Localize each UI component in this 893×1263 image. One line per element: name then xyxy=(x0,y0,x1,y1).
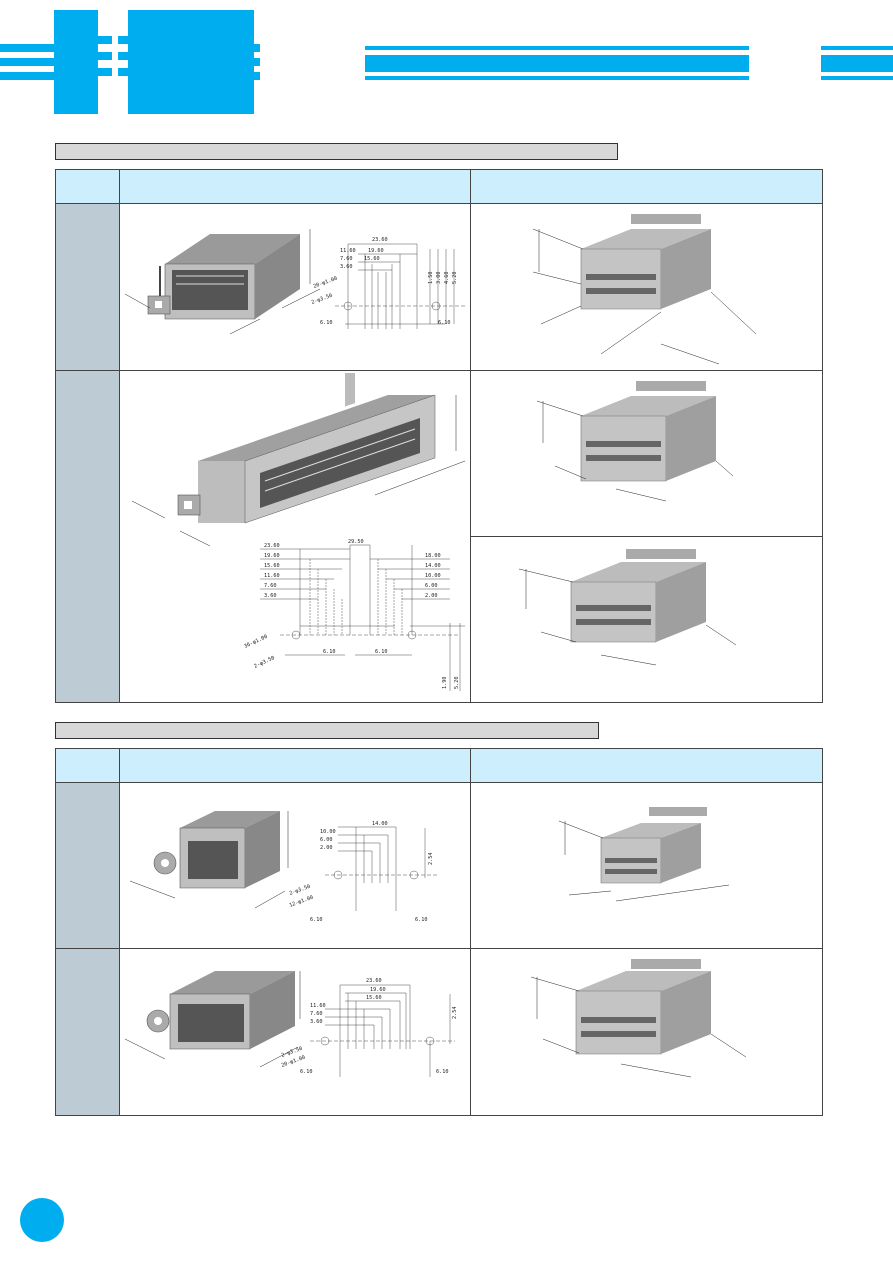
table-row: 14.00 10.00 6.00 2.00 2.54 2-φ3.50 12-φ1… xyxy=(55,782,823,949)
dim-label: 6.10 xyxy=(320,320,333,326)
dim-label: 6.10 xyxy=(436,1069,449,1075)
table-row: 29.50 23.60 19.60 15.60 11.60 7.60 3.60 … xyxy=(55,358,823,703)
dim-label: 20-φ1.00 xyxy=(313,276,339,290)
dim-label: 5.20 xyxy=(452,272,458,285)
header-drawing-cell: 14.00 10.00 6.00 2.00 2.54 2-φ3.50 12-φ1… xyxy=(119,782,471,949)
dim-label: 1.50 xyxy=(428,272,434,285)
dim-label: 6.00 xyxy=(425,583,438,589)
dim-label: 7.60 xyxy=(310,1011,323,1017)
dim-label: 15.60 xyxy=(364,256,380,262)
dim-label: 7.60 xyxy=(340,256,353,262)
row-label-cell xyxy=(55,370,120,703)
dim-label: 2.54 xyxy=(452,1007,458,1020)
section-title-bar-1 xyxy=(55,143,618,160)
dim-label: 19.60 xyxy=(370,987,386,993)
dim-label: 10.00 xyxy=(320,829,336,835)
dim-label: 18.00 xyxy=(425,553,441,559)
dim-label: 6.10 xyxy=(323,649,336,655)
dim-label: 6.10 xyxy=(300,1069,313,1075)
dim-label: 3.60 xyxy=(264,593,277,599)
dim-label: 19.60 xyxy=(264,553,280,559)
dim-label: 7.60 xyxy=(264,583,277,589)
table-header-row xyxy=(55,169,823,204)
dim-label: 11.60 xyxy=(264,573,280,579)
dim-label: 12-φ1.00 xyxy=(289,895,315,909)
header-connector-drawing: 14.00 10.00 6.00 2.00 2.54 2-φ3.50 12-φ1… xyxy=(129,811,438,923)
dim-label: 14.00 xyxy=(425,563,441,569)
dim-label: 23.60 xyxy=(264,543,280,549)
dim-label: 1.90 xyxy=(442,677,448,690)
dim-label: 29.50 xyxy=(348,539,364,545)
table-row xyxy=(56,536,823,703)
dim-label: 4.60 xyxy=(444,272,450,285)
receptacle-photo-cell xyxy=(470,536,823,703)
dim-label: 11.60 xyxy=(310,1003,326,1009)
receptacle-photo xyxy=(532,214,757,365)
row-label-cell xyxy=(55,948,120,1116)
row-label-cell xyxy=(55,203,120,371)
receptacle-photo-cell xyxy=(470,948,823,1116)
dim-label: 23.60 xyxy=(372,237,388,243)
dim-label: 15.60 xyxy=(366,995,382,1001)
header-drawing-cell: 29.50 23.60 19.60 15.60 11.60 7.60 3.60 … xyxy=(119,358,471,703)
dim-label: 6.10 xyxy=(438,320,451,326)
table-header-row xyxy=(55,748,823,783)
header-drawing-cell: 23.60 19.60 15.60 11.60 7.60 3.60 2.54 2… xyxy=(119,948,471,1116)
receptacle-photo-cell xyxy=(470,203,823,371)
dim-label: 15.60 xyxy=(264,563,280,569)
dim-label: 2.00 xyxy=(425,593,438,599)
dim-label: 19.60 xyxy=(368,248,384,254)
dim-label: 11.60 xyxy=(340,248,356,254)
row-label-cell xyxy=(55,782,120,949)
dim-label: 3.60 xyxy=(310,1019,323,1025)
header-connector-drawing: 29.50 23.60 19.60 15.60 11.60 7.60 3.60 … xyxy=(131,358,466,691)
header-connector-drawing: 23.60 19.60 15.60 11.60 7.60 3.60 2.54 2… xyxy=(124,971,458,1077)
spec-table-1: 23.60 19.60 15.60 11.60 7.60 3.60 20-φ1.… xyxy=(55,169,823,703)
dim-label: 6.10 xyxy=(415,917,428,923)
dim-label: 6.00 xyxy=(320,837,333,843)
dim-label: 2-φ3.50 xyxy=(311,293,334,306)
receptacle-photo-cell xyxy=(470,782,823,949)
receptacle-photo xyxy=(518,549,737,666)
receptacle-photo xyxy=(530,959,747,1078)
receptacle-photo-cell xyxy=(470,370,823,537)
dim-label: 3.00 xyxy=(436,272,442,285)
table-row: 23.60 19.60 15.60 11.60 7.60 3.60 20-φ1.… xyxy=(55,203,823,371)
header-drawing-cell: 23.60 19.60 15.60 11.60 7.60 3.60 20-φ1.… xyxy=(119,203,471,371)
dim-label: 5.20 xyxy=(454,677,460,690)
dim-label: 6.10 xyxy=(375,649,388,655)
dim-label: 14.00 xyxy=(372,821,388,827)
receptacle-photo xyxy=(558,807,730,902)
table-row: 23.60 19.60 15.60 11.60 7.60 3.60 2.54 2… xyxy=(55,948,823,1116)
dim-label: 10.00 xyxy=(425,573,441,579)
dim-label: 36-φ1.00 xyxy=(243,634,268,650)
header-connector-drawing: 23.60 19.60 15.60 11.60 7.60 3.60 20-φ1.… xyxy=(124,229,465,335)
dim-label: 2-φ3.50 xyxy=(253,655,275,670)
dim-label: 2.54 xyxy=(428,853,434,866)
dim-label: 23.60 xyxy=(366,978,382,984)
dim-label: 2-φ3.50 xyxy=(289,884,312,897)
dim-label: 6.10 xyxy=(310,917,323,923)
spec-table-2: 14.00 10.00 6.00 2.00 2.54 2-φ3.50 12-φ1… xyxy=(55,748,823,1116)
receptacle-photo xyxy=(536,381,734,502)
section-title-bar-2 xyxy=(55,722,599,739)
page-marker xyxy=(20,1198,64,1242)
dim-label: 2.00 xyxy=(320,845,333,851)
dim-label: 3.60 xyxy=(340,264,353,270)
